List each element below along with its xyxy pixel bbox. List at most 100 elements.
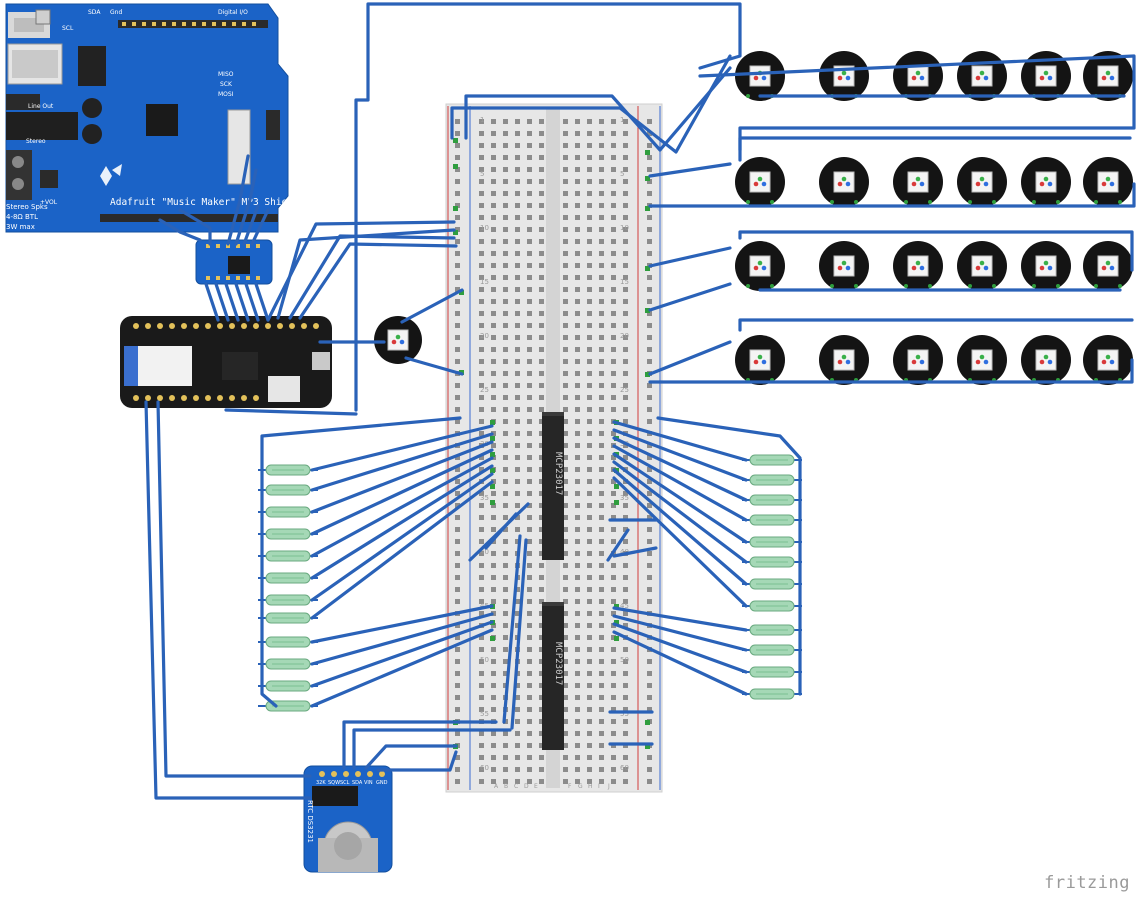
wire-ic2-right-3: [612, 622, 748, 674]
shield-pin-sck: SCK: [220, 81, 233, 88]
wire-shield-i2c: [158, 218, 202, 242]
row-number-left: 25: [480, 386, 489, 394]
wire-row4: [648, 340, 732, 376]
wire-ic-right-8: [612, 468, 748, 586]
wire-rtc-bb-1: [342, 720, 498, 770]
reed-switch: [258, 572, 318, 584]
wire-ic-right-3: [612, 428, 748, 482]
column-letter: J: [607, 783, 610, 790]
wire-feather-rtc-1: [144, 400, 312, 800]
wire-row4-top: [738, 318, 1134, 332]
neopixel: [893, 335, 943, 385]
neopixel: [1021, 241, 1071, 291]
row-number-left: 50: [480, 656, 489, 664]
wire-shield-i2c-2: [178, 208, 212, 246]
reed-switch: [742, 454, 802, 466]
neopixel: [819, 51, 869, 101]
wire-ic-right-2: [612, 420, 748, 462]
shield-speaker-note-2: 4-8Ω BTL: [6, 213, 38, 221]
wire-row3-b: [648, 282, 732, 312]
row-number-right: 50: [620, 656, 629, 664]
reed-switch: [258, 658, 318, 670]
shield-pin-miso: MISO: [218, 71, 234, 78]
wire-breakout-feather-5: [244, 282, 260, 322]
wire-row3: [648, 246, 732, 268]
neopixel: [819, 157, 869, 207]
rtc-pin-label: SCL: [340, 780, 350, 786]
wire-ic2-right-1: [612, 606, 748, 632]
wire-led-bb: [400, 288, 464, 324]
reed-switch: [258, 700, 318, 712]
neopixel: [1083, 241, 1133, 291]
row-number-left: 55: [480, 710, 489, 718]
neopixel: [735, 335, 785, 385]
reed-switch: [258, 680, 318, 692]
wire-ic-left-7: [310, 464, 494, 580]
shield-scl: SCL: [62, 25, 74, 32]
reed-switch: [742, 578, 802, 590]
ic-chip-2: MCP23017: [542, 602, 564, 750]
wire-feather-right: [224, 408, 358, 416]
reed-switch: [742, 514, 802, 526]
wire-row2-top: [738, 136, 1132, 152]
wires: [144, 2, 1136, 800]
reed-switch: [742, 644, 802, 656]
wire-rtc-bb-4: [376, 750, 458, 772]
ic-label-1: MCP23017: [553, 452, 563, 495]
row-number-left: 35: [480, 494, 489, 502]
reed-switch: [258, 464, 318, 476]
fritzing-brand: fritzing: [1044, 873, 1130, 893]
neopixel: [957, 51, 1007, 101]
shield-digital-io: Digital I/O: [218, 9, 248, 16]
shield-line-out: Line Out: [28, 103, 54, 110]
wire-pixel-data-2: [450, 54, 732, 154]
ic-chip-1: MCP23017: [542, 412, 564, 560]
reed-switch: [258, 550, 318, 562]
single-neopixel: [374, 316, 422, 364]
neopixel: [1021, 157, 1071, 207]
neopixel: [735, 157, 785, 207]
reed-switch: [742, 494, 802, 506]
wire-jumper-g: [606, 528, 630, 562]
row-number-right: 5: [620, 170, 624, 178]
music-maker-shield: Adafruit "Music Maker" MP3 Shield Line O…: [5, 3, 299, 233]
neopixel: [957, 157, 1007, 207]
wire-ic2-left-3: [310, 620, 494, 688]
shield-pin-mosi: MOSI: [218, 91, 234, 98]
column-letter: A: [494, 783, 499, 790]
row-number-right: 25: [620, 386, 629, 394]
reed-switches-right: [742, 454, 802, 700]
wire-jumper-f: [612, 546, 658, 558]
row-number-right: 55: [620, 710, 629, 718]
ic-label-2: MCP23017: [553, 642, 563, 685]
wire-rtc-bb-2: [352, 728, 512, 770]
level-shifter-breakout: [195, 239, 273, 285]
wire-breakout-feather-3: [224, 282, 240, 322]
column-letter: H: [588, 783, 593, 790]
neopixel-grid: [735, 51, 1133, 385]
wire-ic-left-3: [310, 432, 494, 492]
row-number-left: 15: [480, 278, 489, 286]
column-letter: G: [578, 783, 583, 790]
reed-switch: [742, 556, 802, 568]
wire-shield-spi: [226, 154, 250, 246]
neopixel: [893, 51, 943, 101]
reed-switch: [742, 688, 802, 700]
rtc-pin-label: SDA: [352, 780, 363, 786]
rtc-pin-label: VIN: [364, 780, 373, 786]
wire-breakout-feather-6: [254, 282, 270, 322]
neopixel: [1083, 335, 1133, 385]
shield-sda: SDA: [88, 9, 101, 16]
wire-led-bb-2: [404, 356, 464, 376]
row-number-right: 10: [620, 224, 629, 232]
neopixel: [819, 335, 869, 385]
wire-breakout-feather-4: [234, 282, 250, 322]
wire-shield-spi-4: [250, 208, 270, 246]
wire-rtc-bb-3: [364, 744, 458, 770]
row-number-right: 1: [620, 116, 624, 124]
wire-top-loop: [354, 2, 742, 412]
column-letter: E: [534, 783, 538, 790]
